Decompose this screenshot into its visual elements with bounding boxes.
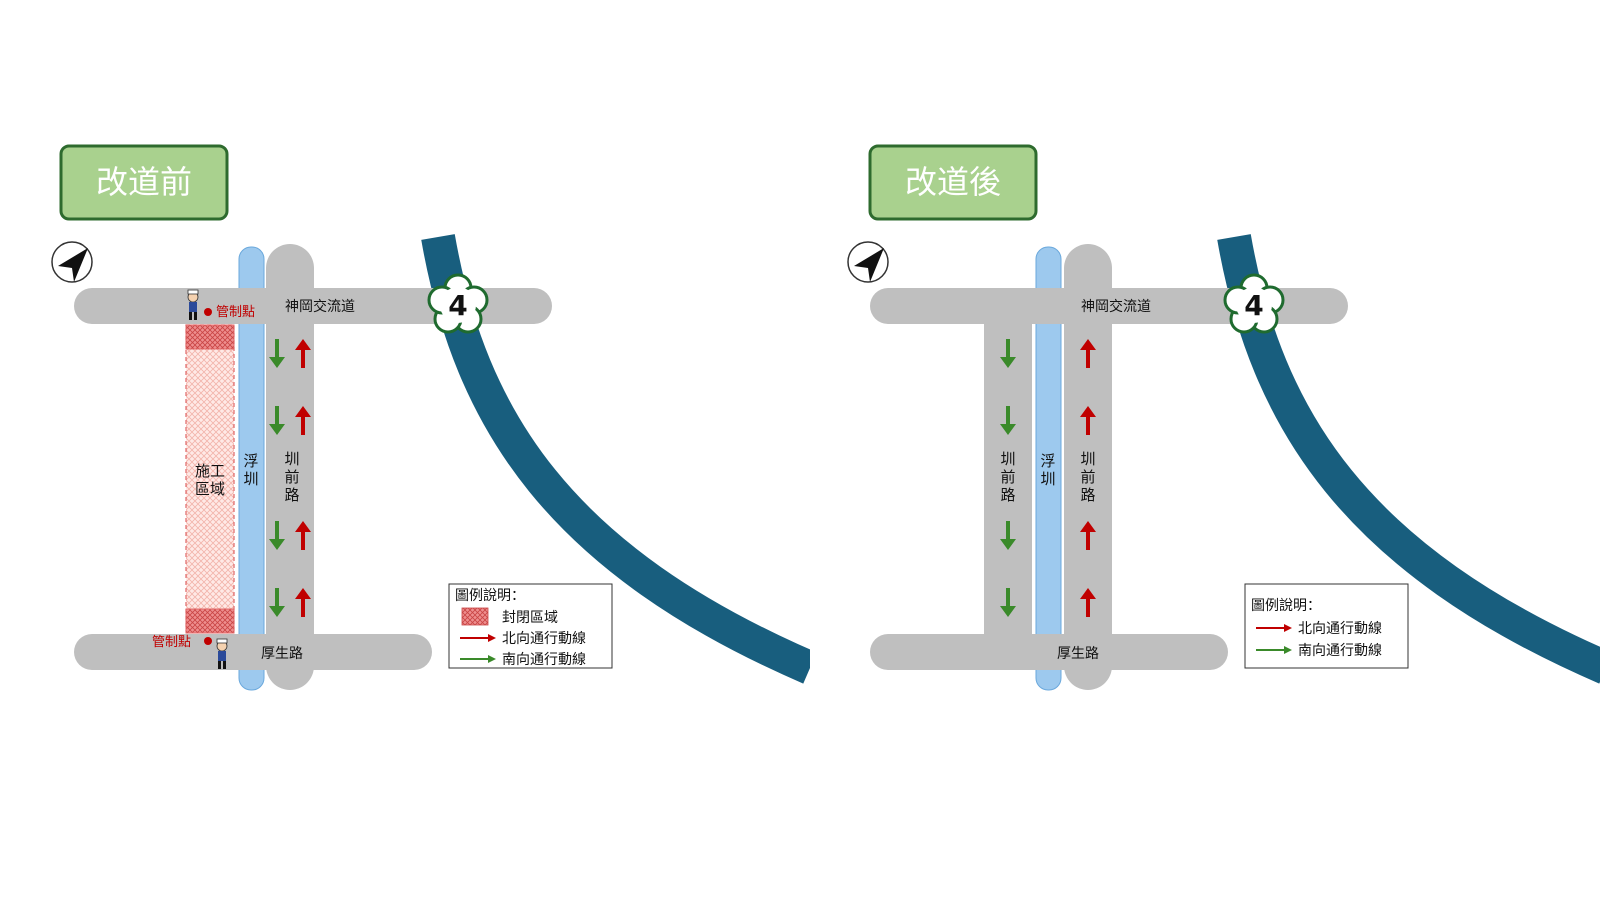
right-road-label-2: 前 bbox=[1080, 468, 1095, 486]
control-point-bottom: 管制點 bbox=[152, 635, 228, 669]
north-arrows-after bbox=[1080, 339, 1096, 617]
top-road-label: 神岡交流道 bbox=[1081, 298, 1151, 315]
top-road-label: 神岡交流道 bbox=[285, 298, 355, 315]
bottom-road bbox=[74, 634, 432, 670]
title-box-after: 改道後 bbox=[868, 144, 1038, 221]
legend-item-north: 北向通行動線 bbox=[502, 631, 586, 647]
route-number-before: 4 bbox=[448, 289, 467, 322]
left-road-label-2: 前 bbox=[1000, 468, 1015, 486]
legend-item-south: 南向通行動線 bbox=[1298, 643, 1382, 659]
road-label-3: 路 bbox=[284, 486, 299, 504]
north-legend-arrow bbox=[460, 634, 496, 642]
north-legend-arrow bbox=[1256, 624, 1292, 632]
route-number-after: 4 bbox=[1244, 289, 1263, 322]
south-arrows-before bbox=[269, 339, 285, 617]
title-after: 改道後 bbox=[905, 163, 1001, 201]
legend-title-after: 圖例說明： bbox=[1251, 597, 1321, 614]
bottom-road-label: 厚生路 bbox=[261, 646, 303, 662]
closure-swatch bbox=[461, 607, 489, 626]
control-point-dot-icon bbox=[204, 637, 212, 645]
south-arrows-after bbox=[1000, 339, 1016, 617]
control-point-top: 管制點 bbox=[187, 289, 255, 320]
plum-blossom-route-shield-icon: 4 bbox=[1223, 273, 1285, 334]
panel-after: 改道後 神岡交流道 厚生路 圳 前 路 浮 圳 圳 前 路 bbox=[847, 144, 1600, 691]
right-road-label-1: 圳 bbox=[1080, 450, 1095, 468]
closure-zone: 施工 區域 bbox=[185, 324, 235, 634]
canal-label-1: 浮 bbox=[1040, 452, 1055, 470]
legend-item-north: 北向通行動線 bbox=[1298, 621, 1382, 637]
south-legend-arrow bbox=[460, 655, 496, 663]
title-before: 改道前 bbox=[96, 163, 192, 201]
road-label-1: 圳 bbox=[284, 450, 299, 468]
bottom-road bbox=[870, 634, 1228, 670]
south-legend-arrow bbox=[1256, 646, 1292, 654]
canal bbox=[1035, 246, 1062, 691]
legend-after: 圖例說明： 北向通行動線 南向通行動線 bbox=[1244, 583, 1409, 669]
control-point-top-label: 管制點 bbox=[216, 305, 255, 320]
traffic-police-icon bbox=[216, 638, 228, 669]
north-compass-icon bbox=[51, 241, 93, 283]
legend-title-before: 圖例說明： bbox=[455, 587, 525, 604]
bottom-road-label: 厚生路 bbox=[1057, 646, 1099, 662]
control-point-dot-icon bbox=[204, 308, 212, 316]
road-label-2: 前 bbox=[284, 468, 299, 486]
panel-before: 改道前 施工 區域 神岡交流道 厚生路 浮 圳 bbox=[51, 144, 850, 700]
legend-item-closure: 封閉區域 bbox=[502, 610, 558, 626]
title-box-before: 改道前 bbox=[59, 144, 229, 221]
work-zone-label-line2: 區域 bbox=[195, 480, 225, 498]
north-compass-icon bbox=[847, 241, 889, 283]
left-road-label-1: 圳 bbox=[1000, 450, 1015, 468]
legend-before: 圖例說明： 封閉區域 北向通行動線 南向通行動線 bbox=[448, 583, 613, 669]
canal-label-2: 圳 bbox=[1040, 470, 1055, 488]
work-zone-label-line1: 施工 bbox=[195, 462, 225, 480]
north-arrows-before bbox=[295, 339, 311, 617]
plum-blossom-route-shield-icon: 4 bbox=[427, 273, 489, 334]
control-point-bottom-label: 管制點 bbox=[152, 635, 191, 650]
traffic-police-icon bbox=[187, 289, 199, 320]
legend-item-south: 南向通行動線 bbox=[502, 652, 586, 668]
right-road-label-3: 路 bbox=[1080, 486, 1095, 504]
vertical-road-right bbox=[1064, 244, 1112, 690]
canal bbox=[238, 246, 265, 691]
canal-label-1: 浮 bbox=[243, 452, 258, 470]
canal-label-2: 圳 bbox=[243, 470, 258, 488]
left-road-label-3: 路 bbox=[1000, 486, 1015, 504]
